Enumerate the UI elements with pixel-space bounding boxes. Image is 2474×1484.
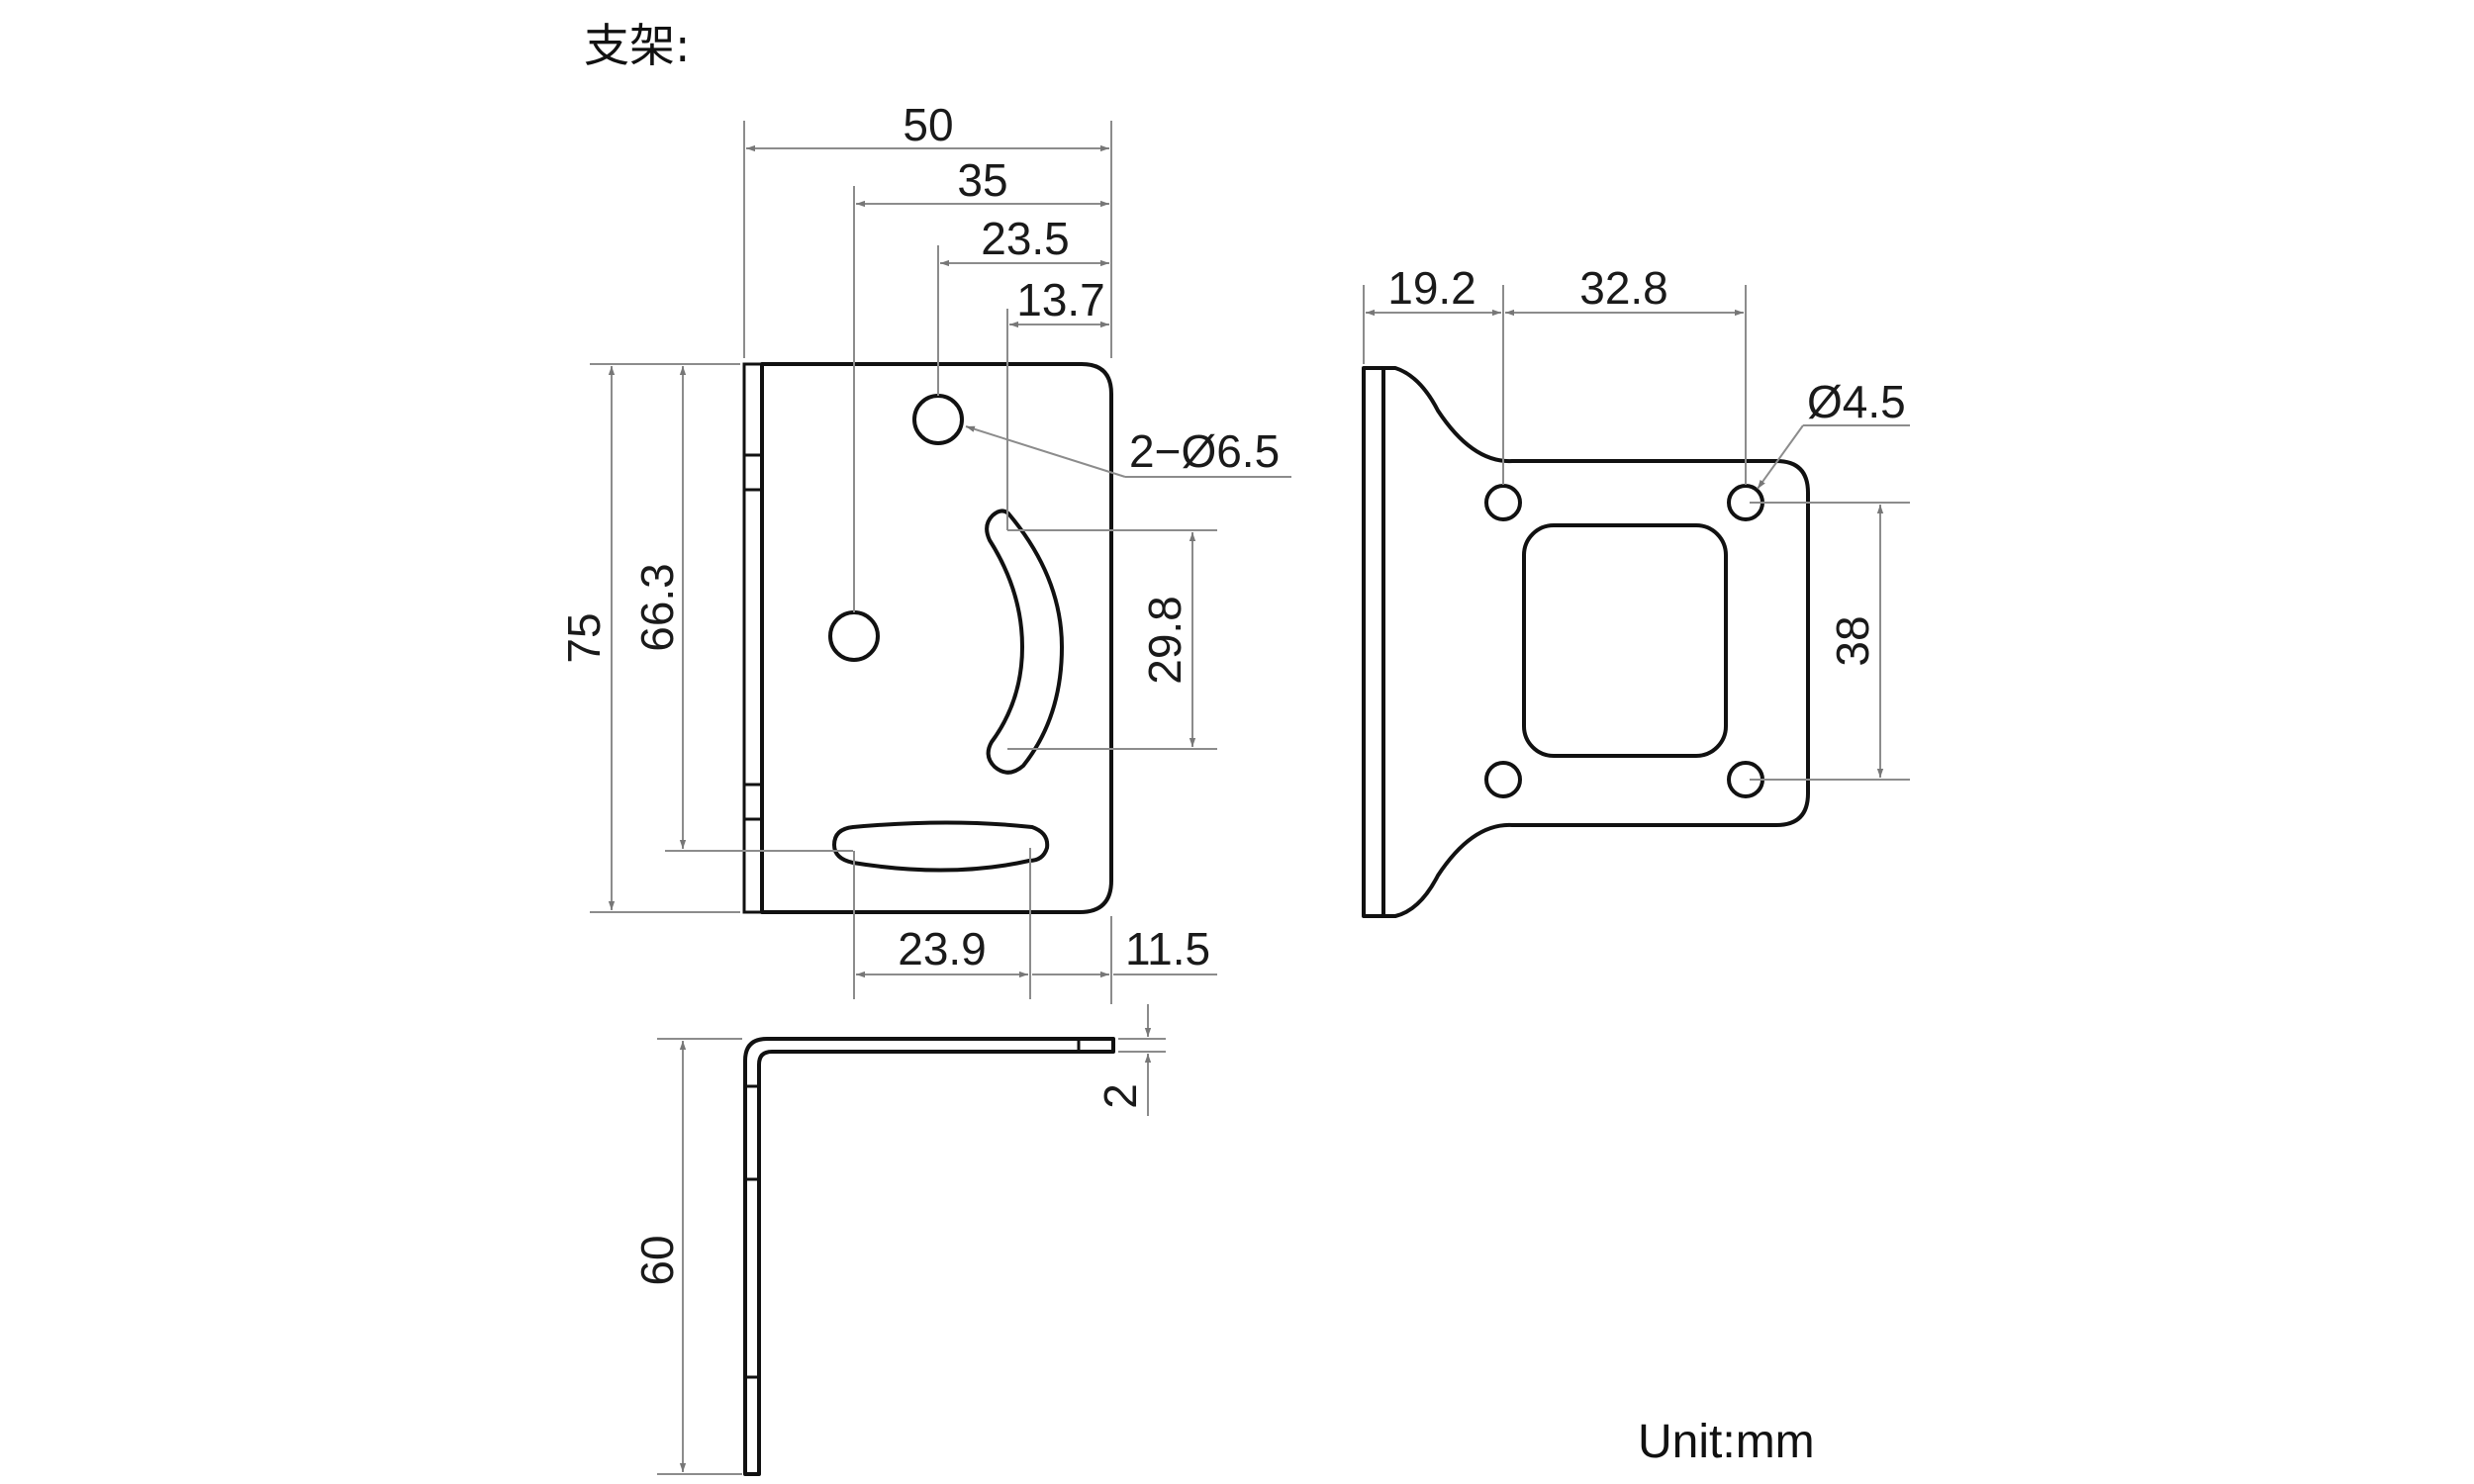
dim-spacing-32-8: 32.8 xyxy=(1579,262,1668,314)
dim-height-66-3: 66.3 xyxy=(631,563,683,652)
front-view: 50 35 23.5 13.7 2−Ø6.5 75 66.3 29.8 xyxy=(558,99,1291,1004)
top-base-strip xyxy=(1362,366,1385,918)
dim-width-50: 50 xyxy=(903,99,953,150)
dim-offset-19-2: 19.2 xyxy=(1387,262,1476,314)
dim-width-35: 35 xyxy=(957,154,1007,206)
dim-slot-width-23-9: 23.9 xyxy=(898,923,987,974)
front-plate-outline xyxy=(760,362,1113,914)
dim-height-75: 75 xyxy=(558,612,610,663)
dim-height-60: 60 xyxy=(631,1235,683,1285)
dim-thickness-2: 2 xyxy=(1094,1083,1146,1109)
dim-slot-span-29-8: 29.8 xyxy=(1139,596,1190,685)
top-plate-outline xyxy=(1381,366,1810,918)
side-view: 60 2 xyxy=(631,1004,1166,1476)
front-bend-edge xyxy=(742,362,764,914)
top-view: 19.2 32.8 Ø4.5 38 xyxy=(1362,262,1910,918)
top-hole-lower-left xyxy=(1484,761,1522,798)
top-center-cutout xyxy=(1522,523,1728,758)
top-hole-upper-left xyxy=(1484,484,1522,521)
front-hole-lower xyxy=(828,610,880,662)
dim-spacing-38: 38 xyxy=(1827,615,1878,666)
front-arc-slot-horizontal xyxy=(832,820,1050,873)
callout-holes-6-5: 2−Ø6.5 xyxy=(1129,425,1280,477)
front-hole-upper xyxy=(912,394,964,445)
callout-hole-4-5: Ø4.5 xyxy=(1807,376,1906,427)
dim-width-23-5: 23.5 xyxy=(981,213,1070,264)
unit-label: Unit:mm xyxy=(1638,1416,1815,1468)
side-l-profile xyxy=(743,1037,1115,1476)
dim-width-13-7: 13.7 xyxy=(1016,274,1105,325)
drawing-title: 支架: xyxy=(584,19,691,72)
front-arc-slot-vertical xyxy=(985,509,1064,775)
dim-edge-11-5: 11.5 xyxy=(1125,923,1210,974)
